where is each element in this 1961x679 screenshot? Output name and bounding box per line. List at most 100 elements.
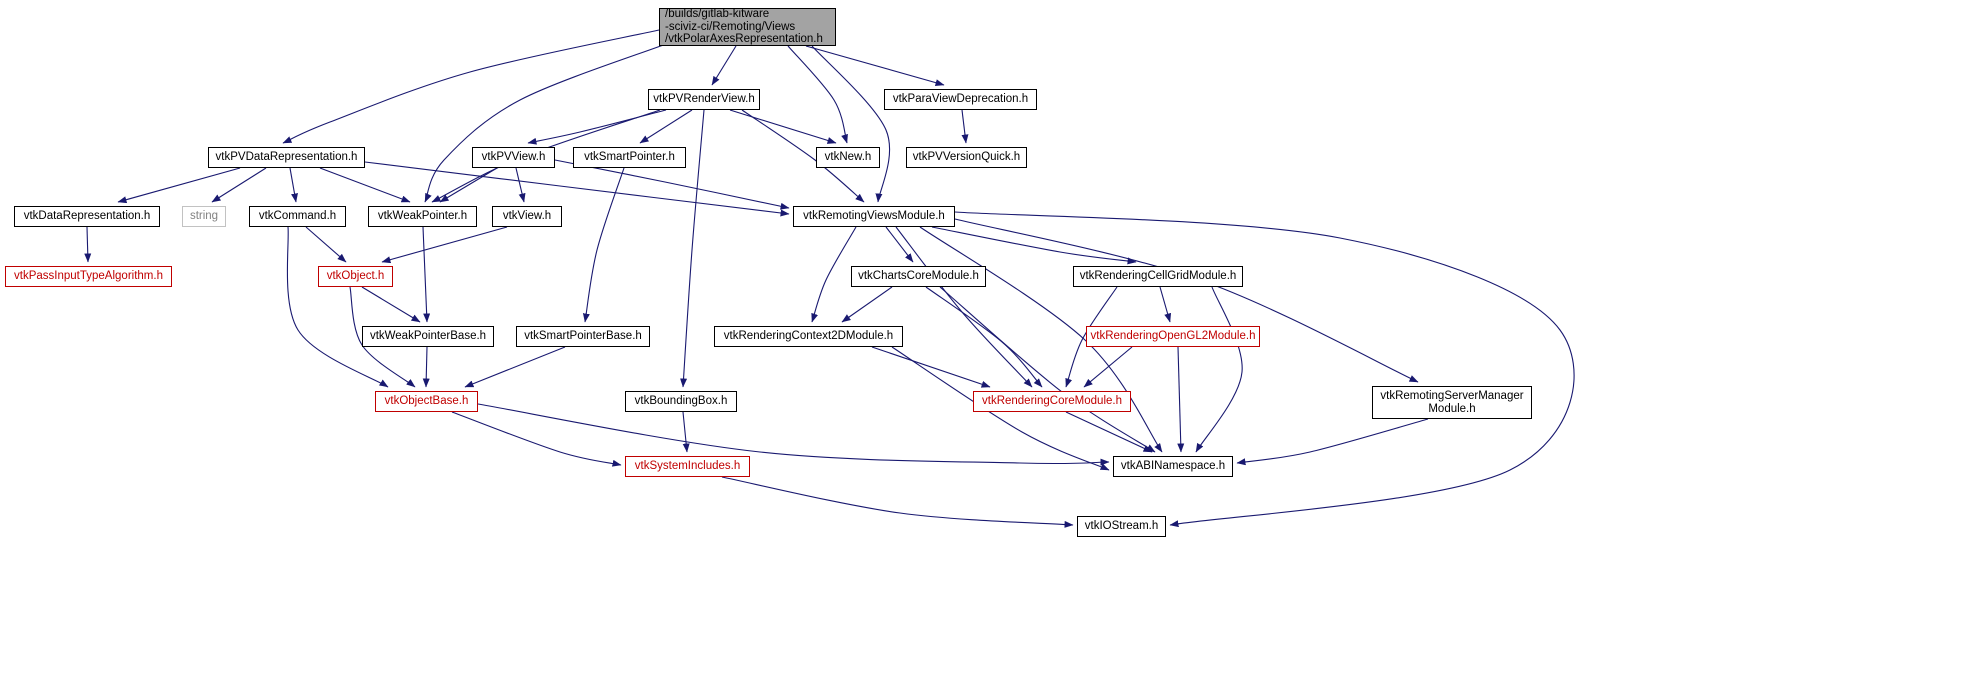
node-label: vtkRenderingCoreModule.h bbox=[982, 395, 1122, 408]
edge-pvrenderview-to-pvview bbox=[527, 109, 667, 145]
node-label: vtkWeakPointerBase.h bbox=[369, 330, 487, 343]
edge-renderingcellgridmodule-to-abinamespace bbox=[1195, 286, 1243, 453]
node-systemincludes[interactable]: vtkSystemIncludes.h bbox=[625, 456, 750, 477]
edge-renderingopengl2module-to-abinamespace bbox=[1177, 346, 1185, 453]
node-label: string bbox=[189, 210, 219, 223]
edge-remotingviewsmodule-to-remotingservermanagermodule bbox=[954, 218, 1419, 383]
edge-objectbase-to-abinamespace bbox=[477, 403, 1110, 466]
edge-renderingcellgridmodule-to-renderingcoremodule bbox=[1065, 286, 1118, 388]
edge-renderingcoremodule-to-abinamespace bbox=[1065, 411, 1153, 453]
node-smartpointer[interactable]: vtkSmartPointer.h bbox=[573, 147, 686, 168]
edge-systemincludes-to-iostream bbox=[721, 476, 1074, 528]
node-label: vtkBoundingBox.h bbox=[634, 395, 728, 408]
node-object[interactable]: vtkObject.h bbox=[318, 266, 393, 287]
node-label: vtkObjectBase.h bbox=[384, 395, 469, 408]
node-label: vtkABINamespace.h bbox=[1120, 460, 1226, 473]
edge-remotingviewsmodule-to-abinamespace bbox=[919, 226, 1163, 453]
edge-pvdatarepresentation-to-datarepresentation bbox=[117, 167, 241, 204]
edge-datarepresentation-to-passinputtypealgorithm bbox=[84, 226, 92, 263]
edge-pvrenderview-to-remotingviewsmodule bbox=[741, 109, 865, 203]
edge-weakpointer-to-weakpointerbase bbox=[422, 226, 431, 323]
node-label: vtkPVVersionQuick.h bbox=[912, 151, 1021, 164]
edge-boundingbox-to-systemincludes bbox=[682, 411, 690, 453]
node-new[interactable]: vtkNew.h bbox=[816, 147, 880, 168]
node-objectbase[interactable]: vtkObjectBase.h bbox=[375, 391, 478, 412]
node-renderingopengl2module[interactable]: vtkRenderingOpenGL2Module.h bbox=[1086, 326, 1260, 347]
edge-paraviewdeprecation-to-pvversionquick bbox=[961, 109, 969, 144]
node-command[interactable]: vtkCommand.h bbox=[249, 206, 346, 227]
node-label: vtkPassInputTypeAlgorithm.h bbox=[14, 270, 163, 283]
edge-remotingservermanagermodule-to-abinamespace bbox=[1236, 418, 1429, 466]
edge-pvrenderview-to-new bbox=[729, 109, 837, 144]
edge-remotingviewsmodule-to-iostream bbox=[954, 211, 1575, 528]
edge-pvdatarepresentation-to-weakpointer bbox=[319, 167, 411, 203]
node-label: vtkPVView.h bbox=[481, 151, 546, 164]
edge-remotingviewsmodule-to-renderingcontext2dmodule bbox=[811, 226, 857, 323]
node-label: vtkCommand.h bbox=[258, 210, 337, 223]
node-weakpointer[interactable]: vtkWeakPointer.h bbox=[368, 206, 477, 227]
edge-smartpointer-to-smartpointerbase bbox=[582, 167, 625, 323]
node-paraviewdeprecation[interactable]: vtkParaViewDeprecation.h bbox=[884, 89, 1037, 110]
node-pvdatarepresentation[interactable]: vtkPVDataRepresentation.h bbox=[208, 147, 365, 168]
node-passinputtypealgorithm[interactable]: vtkPassInputTypeAlgorithm.h bbox=[5, 266, 172, 287]
node-label: vtkPVRenderView.h bbox=[653, 93, 755, 106]
node-pvrenderview[interactable]: vtkPVRenderView.h bbox=[648, 89, 760, 110]
node-label: vtkRenderingOpenGL2Module.h bbox=[1090, 330, 1256, 343]
edge-pvrenderview-to-boundingbox bbox=[680, 109, 705, 388]
node-weakpointerbase[interactable]: vtkWeakPointerBase.h bbox=[362, 326, 494, 347]
node-remotingviewsmodule[interactable]: vtkRemotingViewsModule.h bbox=[793, 206, 955, 227]
edge-pvview-to-view bbox=[515, 167, 526, 203]
node-boundingbox[interactable]: vtkBoundingBox.h bbox=[625, 391, 737, 412]
node-chartscoremodule[interactable]: vtkChartsCoreModule.h bbox=[851, 266, 986, 287]
node-label: vtkDataRepresentation.h bbox=[23, 210, 151, 223]
edge-command-to-objectbase bbox=[286, 226, 389, 388]
edge-weakpointerbase-to-objectbase bbox=[422, 346, 430, 388]
edge-renderingcontext2dmodule-to-abinamespace bbox=[891, 346, 1110, 471]
edge-pvdatarepresentation-to-command bbox=[289, 167, 298, 203]
edge-smartpointerbase-to-objectbase bbox=[464, 346, 566, 388]
node-label: vtkRenderingContext2DModule.h bbox=[723, 330, 894, 343]
node-label: vtkObject.h bbox=[326, 270, 385, 283]
edge-root-to-new bbox=[787, 45, 848, 144]
node-smartpointerbase[interactable]: vtkSmartPointerBase.h bbox=[516, 326, 650, 347]
edge-renderingcontext2dmodule-to-renderingcoremodule bbox=[871, 346, 991, 388]
node-label: vtkRenderingCellGridModule.h bbox=[1079, 270, 1237, 283]
node-label: vtkSmartPointer.h bbox=[584, 151, 675, 164]
node-renderingcontext2dmodule[interactable]: vtkRenderingContext2DModule.h bbox=[714, 326, 903, 347]
node-datarepresentation[interactable]: vtkDataRepresentation.h bbox=[14, 206, 160, 227]
node-renderingcoremodule[interactable]: vtkRenderingCoreModule.h bbox=[973, 391, 1131, 412]
edge-renderingcellgridmodule-to-renderingopengl2module bbox=[1159, 286, 1172, 323]
edge-root-to-paraviewdeprecation bbox=[805, 45, 945, 87]
edge-pvdatarepresentation-to-string bbox=[211, 167, 267, 203]
node-pvversionquick[interactable]: vtkPVVersionQuick.h bbox=[906, 147, 1027, 168]
node-label: vtkRemotingViewsModule.h bbox=[803, 210, 945, 223]
edge-remotingviewsmodule-to-chartscoremodule bbox=[885, 226, 914, 263]
node-label: vtkChartsCoreModule.h bbox=[858, 270, 979, 283]
node-pvview[interactable]: vtkPVView.h bbox=[472, 147, 555, 168]
edge-command-to-object bbox=[305, 226, 347, 263]
edge-objectbase-to-systemincludes bbox=[451, 411, 622, 467]
node-iostream[interactable]: vtkIOStream.h bbox=[1077, 516, 1166, 537]
edge-root-to-remotingviewsmodule bbox=[811, 45, 891, 203]
node-string: string bbox=[182, 206, 226, 227]
node-label: /builds/gitlab-kitware bbox=[665, 7, 770, 20]
edge-root-to-pvrenderview bbox=[711, 45, 737, 86]
node-view[interactable]: vtkView.h bbox=[492, 206, 562, 227]
node-renderingcellgridmodule[interactable]: vtkRenderingCellGridModule.h bbox=[1073, 266, 1243, 287]
node-label: vtkView.h bbox=[502, 210, 552, 223]
edge-chartscoremodule-to-abinamespace bbox=[939, 286, 1156, 453]
edge-object-to-weakpointerbase bbox=[361, 286, 421, 323]
edge-chartscoremodule-to-renderingcontext2dmodule bbox=[841, 286, 893, 323]
node-abinamespace[interactable]: vtkABINamespace.h bbox=[1113, 456, 1233, 477]
node-label: vtkIOStream.h bbox=[1084, 520, 1159, 533]
edge-pvview-to-weakpointer bbox=[439, 167, 498, 203]
node-label: Module.h bbox=[1428, 402, 1476, 415]
node-label: vtkWeakPointer.h bbox=[377, 210, 468, 223]
edge-pvdatarepresentation-to-remotingviewsmodule bbox=[364, 161, 790, 217]
node-label: -sciviz-ci/Remoting/Views bbox=[665, 20, 796, 33]
edge-pvrenderview-to-smartpointer bbox=[639, 109, 693, 144]
node-root: /builds/gitlab-kitware-sciviz-ci/Remotin… bbox=[659, 8, 836, 46]
